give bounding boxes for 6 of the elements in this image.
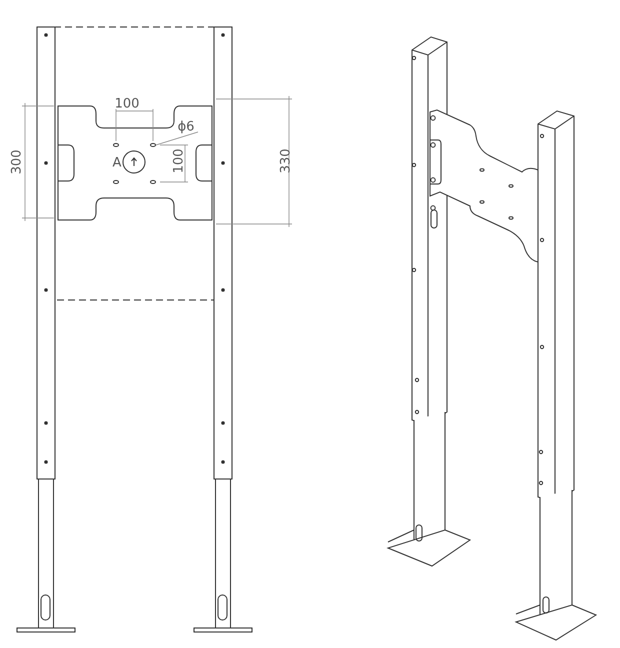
hole-diameter-label: ϕ6 [178, 120, 194, 134]
dimension-label: 300 [10, 150, 24, 174]
dimension-label: 330 [280, 148, 292, 174]
dimension-label: 100 [172, 148, 186, 174]
view-marker-label: A [112, 156, 122, 170]
dimension-label: 100 [114, 98, 140, 110]
